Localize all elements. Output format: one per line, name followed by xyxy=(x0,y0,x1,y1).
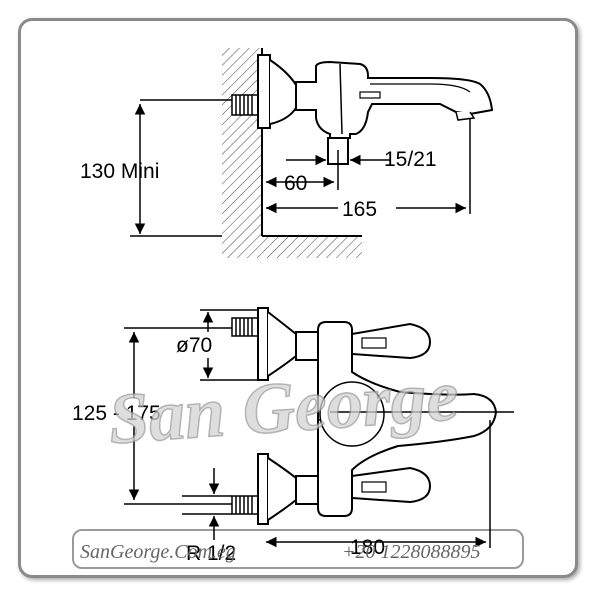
watermark-website: SanGeorge.Com.eg xyxy=(80,541,236,563)
dim-pipe-label: 15/21 xyxy=(384,148,437,171)
wall-hatch xyxy=(222,48,262,236)
floor-hatch xyxy=(222,236,362,258)
side-view: 130 Mini 60 15/21 165 xyxy=(80,48,494,258)
dim-thread-label: R 1/2 xyxy=(186,542,236,565)
lower-inlet xyxy=(231,495,259,515)
dim-height-label: 130 Mini xyxy=(80,160,159,183)
upper-inlet xyxy=(231,317,259,337)
mixer-body xyxy=(295,60,494,139)
contact-banner xyxy=(72,529,524,569)
dim-width-label: 180 xyxy=(350,536,385,559)
escutcheon xyxy=(257,54,271,129)
dim-range-label: 125 - 175 xyxy=(72,402,161,425)
watermark-phone: +20 1228088895 xyxy=(342,541,481,563)
dim-offset-label: 60 xyxy=(284,172,307,195)
threaded-inlet xyxy=(231,94,259,116)
plan-view: ø70 125 - 175 R 1/2 180 xyxy=(70,307,514,565)
lower-handle xyxy=(351,466,432,504)
dim-depth-label: 165 xyxy=(342,198,377,221)
upper-handle xyxy=(351,322,432,360)
dim-diameter-label: ø70 xyxy=(176,334,212,357)
